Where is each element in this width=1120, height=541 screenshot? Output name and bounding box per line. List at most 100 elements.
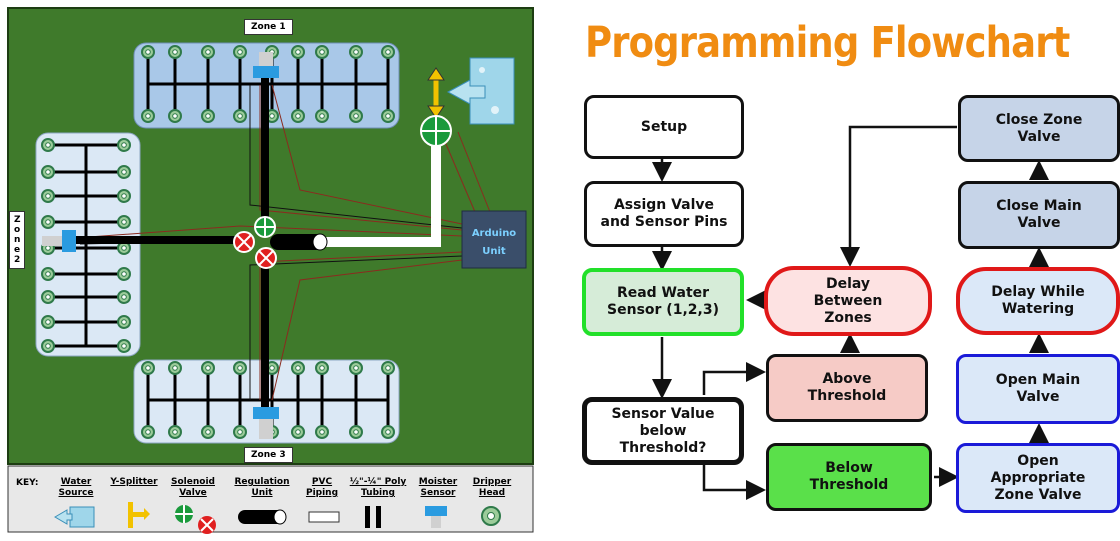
key-label-solenoid-valve: Solenoid Valve bbox=[171, 477, 215, 498]
dripper-head bbox=[291, 109, 305, 123]
regulation-unit bbox=[270, 234, 326, 250]
moisture-sensor-icon bbox=[425, 506, 447, 528]
dripper-head bbox=[349, 45, 363, 59]
key-label-dripper-head: Dripper Head bbox=[472, 477, 512, 498]
pvc-supply-pipe bbox=[298, 138, 441, 247]
assign-pins-box: Assign Valve and Sensor Pins bbox=[584, 181, 744, 247]
dripper-head bbox=[141, 425, 155, 439]
moisture-sensor-zone2 bbox=[62, 230, 76, 252]
dripper-head bbox=[168, 109, 182, 123]
zone1-label: Zone 1 bbox=[244, 19, 293, 35]
solenoid-valve-zone3 bbox=[255, 247, 277, 269]
dripper-head bbox=[233, 361, 247, 375]
dripper-head bbox=[117, 267, 131, 281]
dripper-head bbox=[201, 361, 215, 375]
dripper-head bbox=[349, 109, 363, 123]
dripper-head bbox=[41, 138, 55, 152]
dripper-head bbox=[201, 425, 215, 439]
moisture-sensor-zone1 bbox=[253, 66, 279, 78]
dripper-head bbox=[315, 109, 329, 123]
dripper-head bbox=[315, 361, 329, 375]
dripper-head bbox=[141, 109, 155, 123]
dripper-head bbox=[117, 165, 131, 179]
sensor-decision-box: Sensor Value below Threshold? bbox=[582, 397, 744, 465]
key-label-pvc-piping: PVC Piping bbox=[305, 477, 339, 498]
dripper-head bbox=[349, 425, 363, 439]
flowchart-title: Programming Flowchart bbox=[585, 18, 1070, 68]
dripper-head bbox=[233, 425, 247, 439]
dripper-head bbox=[233, 45, 247, 59]
dripper-head bbox=[201, 109, 215, 123]
y-splitter bbox=[427, 67, 445, 119]
zone2-drippers bbox=[41, 138, 131, 353]
dripper-head bbox=[201, 45, 215, 59]
key-label-y-splitter: Y-Splitter bbox=[110, 477, 158, 487]
delay-between-zones-box: Delay Between Zones bbox=[764, 266, 932, 336]
flowchart-connectors bbox=[652, 125, 1049, 500]
key-label-water-source: Water Source bbox=[58, 477, 94, 498]
dripper-head bbox=[168, 425, 182, 439]
water-source bbox=[446, 57, 515, 125]
moisture-sensor-zone3 bbox=[253, 407, 279, 419]
dripper-head bbox=[381, 109, 395, 123]
water-source-icon bbox=[54, 506, 95, 528]
dripper-head bbox=[168, 45, 182, 59]
irrigation-diagram: Arduino Unit bbox=[0, 0, 560, 537]
below-threshold-box: Below Threshold bbox=[766, 443, 932, 511]
close-zone-valve-box: Close Zone Valve bbox=[958, 95, 1120, 162]
dripper-head bbox=[41, 165, 55, 179]
dripper-head bbox=[315, 425, 329, 439]
dripper-head bbox=[41, 189, 55, 203]
dripper-head bbox=[41, 315, 55, 329]
arduino-label-1: Arduino bbox=[472, 228, 516, 239]
key-label-moisture-sensor: Moister Sensor bbox=[418, 477, 458, 498]
key-label-poly-tubing: ½"-¼" Poly Tubing bbox=[349, 477, 407, 498]
flowchart: Programming Flowchart Setup Assign Valve… bbox=[565, 0, 1120, 537]
dripper-head-icon bbox=[481, 506, 501, 526]
dripper-head bbox=[381, 361, 395, 375]
zone2-label: Z o n e 2 bbox=[9, 211, 25, 269]
dripper-head bbox=[291, 425, 305, 439]
open-zone-valve-box: Open Appropriate Zone Valve bbox=[956, 443, 1120, 513]
above-threshold-box: Above Threshold bbox=[766, 354, 928, 422]
dripper-head bbox=[117, 189, 131, 203]
dripper-head bbox=[117, 215, 131, 229]
read-sensor-box: Read Water Sensor (1,2,3) bbox=[582, 268, 744, 336]
sensor-wires bbox=[74, 84, 491, 401]
dripper-head bbox=[381, 45, 395, 59]
key-label-regulation-unit: Regulation Unit bbox=[234, 477, 290, 498]
dripper-head bbox=[117, 339, 131, 353]
dripper-head bbox=[41, 290, 55, 304]
dripper-head bbox=[349, 361, 363, 375]
zone3-label: Zone 3 bbox=[244, 447, 293, 463]
dripper-head bbox=[315, 45, 329, 59]
dripper-head bbox=[291, 361, 305, 375]
arduino-label-2: Unit bbox=[482, 246, 506, 257]
dripper-head bbox=[117, 138, 131, 152]
dripper-head bbox=[41, 267, 55, 281]
dripper-head bbox=[381, 425, 395, 439]
zone2-panel bbox=[35, 132, 141, 357]
zone1-drippers bbox=[141, 45, 395, 123]
solenoid-valve-icon bbox=[175, 505, 216, 534]
dripper-head bbox=[291, 45, 305, 59]
pvc-piping-icon bbox=[308, 511, 340, 523]
main-valve bbox=[420, 115, 452, 147]
dripper-head bbox=[141, 361, 155, 375]
dripper-head bbox=[233, 109, 247, 123]
dripper-head bbox=[117, 315, 131, 329]
dripper-head bbox=[41, 215, 55, 229]
delay-while-watering-box: Delay While Watering bbox=[956, 267, 1120, 335]
y-splitter-icon bbox=[128, 502, 150, 528]
key-icons bbox=[54, 502, 501, 534]
open-main-valve-box: Open Main Valve bbox=[956, 354, 1120, 424]
key-heading: KEY: bbox=[16, 478, 39, 488]
poly-tubing-icon bbox=[365, 506, 381, 528]
dripper-head bbox=[141, 45, 155, 59]
arduino-unit bbox=[461, 210, 527, 269]
regulation-unit-icon bbox=[238, 509, 287, 525]
solenoid-valve-zone2 bbox=[233, 231, 255, 253]
dripper-head bbox=[168, 361, 182, 375]
setup-box: Setup bbox=[584, 95, 744, 159]
dripper-head bbox=[41, 339, 55, 353]
